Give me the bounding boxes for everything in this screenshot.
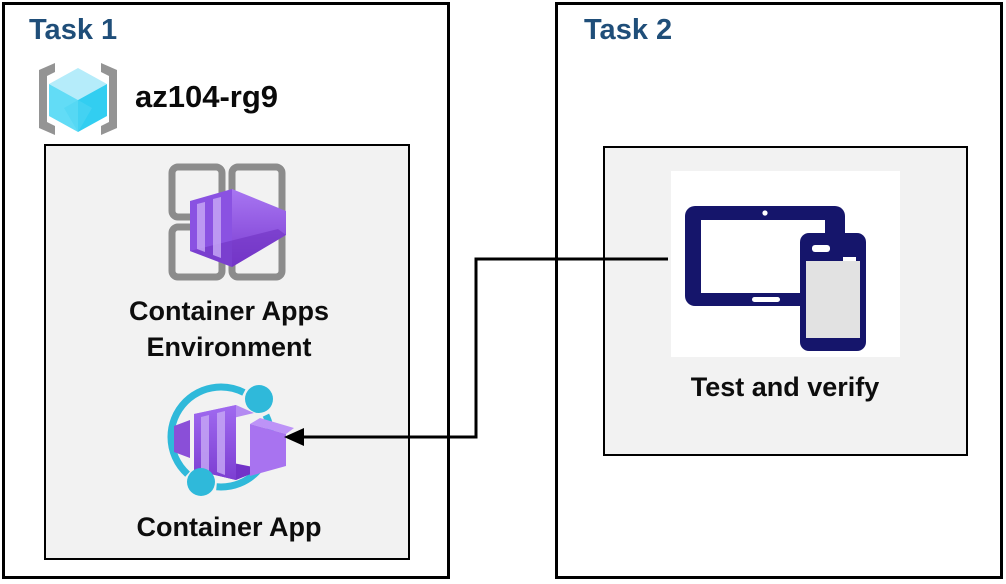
task1-box: Task 1 az104-rg9	[2, 2, 450, 579]
task1-title: Task 1	[29, 14, 118, 46]
tablet-and-phone-icon	[685, 206, 866, 351]
container-apps-environment-label: Container Apps Environment	[128, 296, 329, 362]
devices-icon-panel	[671, 171, 900, 357]
resource-group-name: az104-rg9	[135, 79, 279, 114]
resource-group-icon	[39, 63, 117, 135]
container-app-icon	[167, 383, 294, 496]
container-apps-environment-icon	[168, 163, 286, 281]
test-and-verify-label: Test and verify	[690, 372, 880, 402]
task2-title: Task 2	[584, 14, 673, 46]
task2-box: Task 2 Test and verify	[555, 2, 1003, 579]
container-app-label: Container App	[136, 512, 322, 542]
